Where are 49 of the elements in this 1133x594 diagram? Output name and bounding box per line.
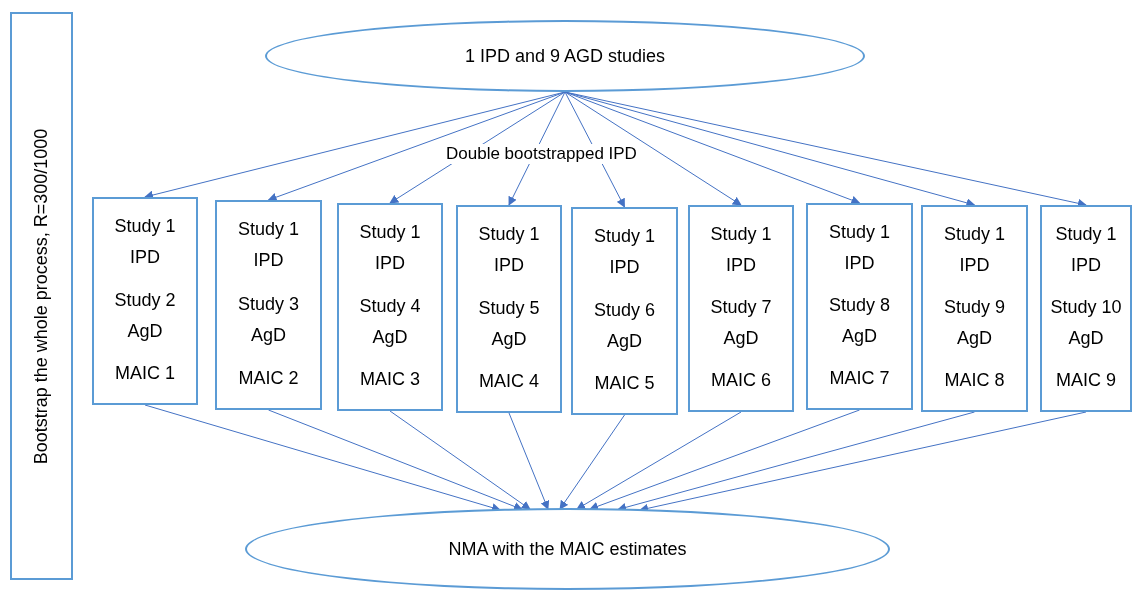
node-label: MAIC 6 <box>711 369 771 392</box>
process-box <box>571 207 678 415</box>
node-label: Study 1 IPD <box>477 223 541 277</box>
node-label: Study 1 IPD <box>1054 223 1118 277</box>
node-label: MAIC 8 <box>944 369 1005 392</box>
node-label: Study 6 AgD <box>592 298 656 353</box>
arrow <box>267 91 566 202</box>
node-label: Study 2 AgD <box>113 288 177 343</box>
arrow <box>268 409 523 511</box>
node-label: MAIC 9 <box>1056 369 1116 392</box>
node-label: Study 1 IPD <box>113 215 177 269</box>
node-label: Study 1 IPD <box>942 223 1006 277</box>
node-label: Study 1 IPD <box>592 225 656 279</box>
process-box <box>456 205 562 413</box>
process-box <box>921 205 1028 412</box>
node-label: MAIC 4 <box>479 370 539 393</box>
node-label: MAIC 7 <box>829 367 890 390</box>
node-label: MAIC 1 <box>115 362 175 385</box>
process-box <box>337 203 443 411</box>
node-label: Study 1 IPD <box>827 221 891 275</box>
node-label: Study 7 AgD <box>709 296 773 350</box>
node-label: Study 8 AgD <box>827 294 891 348</box>
arrow <box>559 414 625 510</box>
process-box <box>10 12 73 580</box>
node-label: 1 IPD and 9 AGD studies <box>464 45 666 68</box>
process-box <box>1040 205 1132 412</box>
node-label: MAIC 5 <box>594 372 655 395</box>
arrow <box>508 412 550 510</box>
node-label: Study 9 AgD <box>942 296 1006 350</box>
node-label: Study 1 IPD <box>358 221 422 275</box>
arrow <box>389 410 531 510</box>
process-box <box>688 205 794 412</box>
process-box <box>215 200 322 410</box>
node-label: MAIC 3 <box>360 368 420 391</box>
node-label: Study 10 AgD <box>1049 296 1123 350</box>
node-label: Study 1 IPD <box>236 218 300 272</box>
process-box <box>92 197 198 405</box>
node-label: Bootstrap the whole process, R=300/1000 <box>31 128 52 464</box>
node-label: Study 1 IPD <box>709 223 773 277</box>
arrow <box>576 411 742 510</box>
arrow <box>589 409 860 511</box>
node-label: Study 4 AgD <box>358 294 422 349</box>
arrow <box>564 91 1087 208</box>
node-label: Study 3 AgD <box>236 292 300 347</box>
arrow <box>564 91 742 206</box>
node-label: NMA with the MAIC estimates <box>448 538 687 561</box>
node-label: Study 5 AgD <box>477 296 541 351</box>
node-label: MAIC 2 <box>238 367 299 390</box>
process-box <box>806 203 913 410</box>
